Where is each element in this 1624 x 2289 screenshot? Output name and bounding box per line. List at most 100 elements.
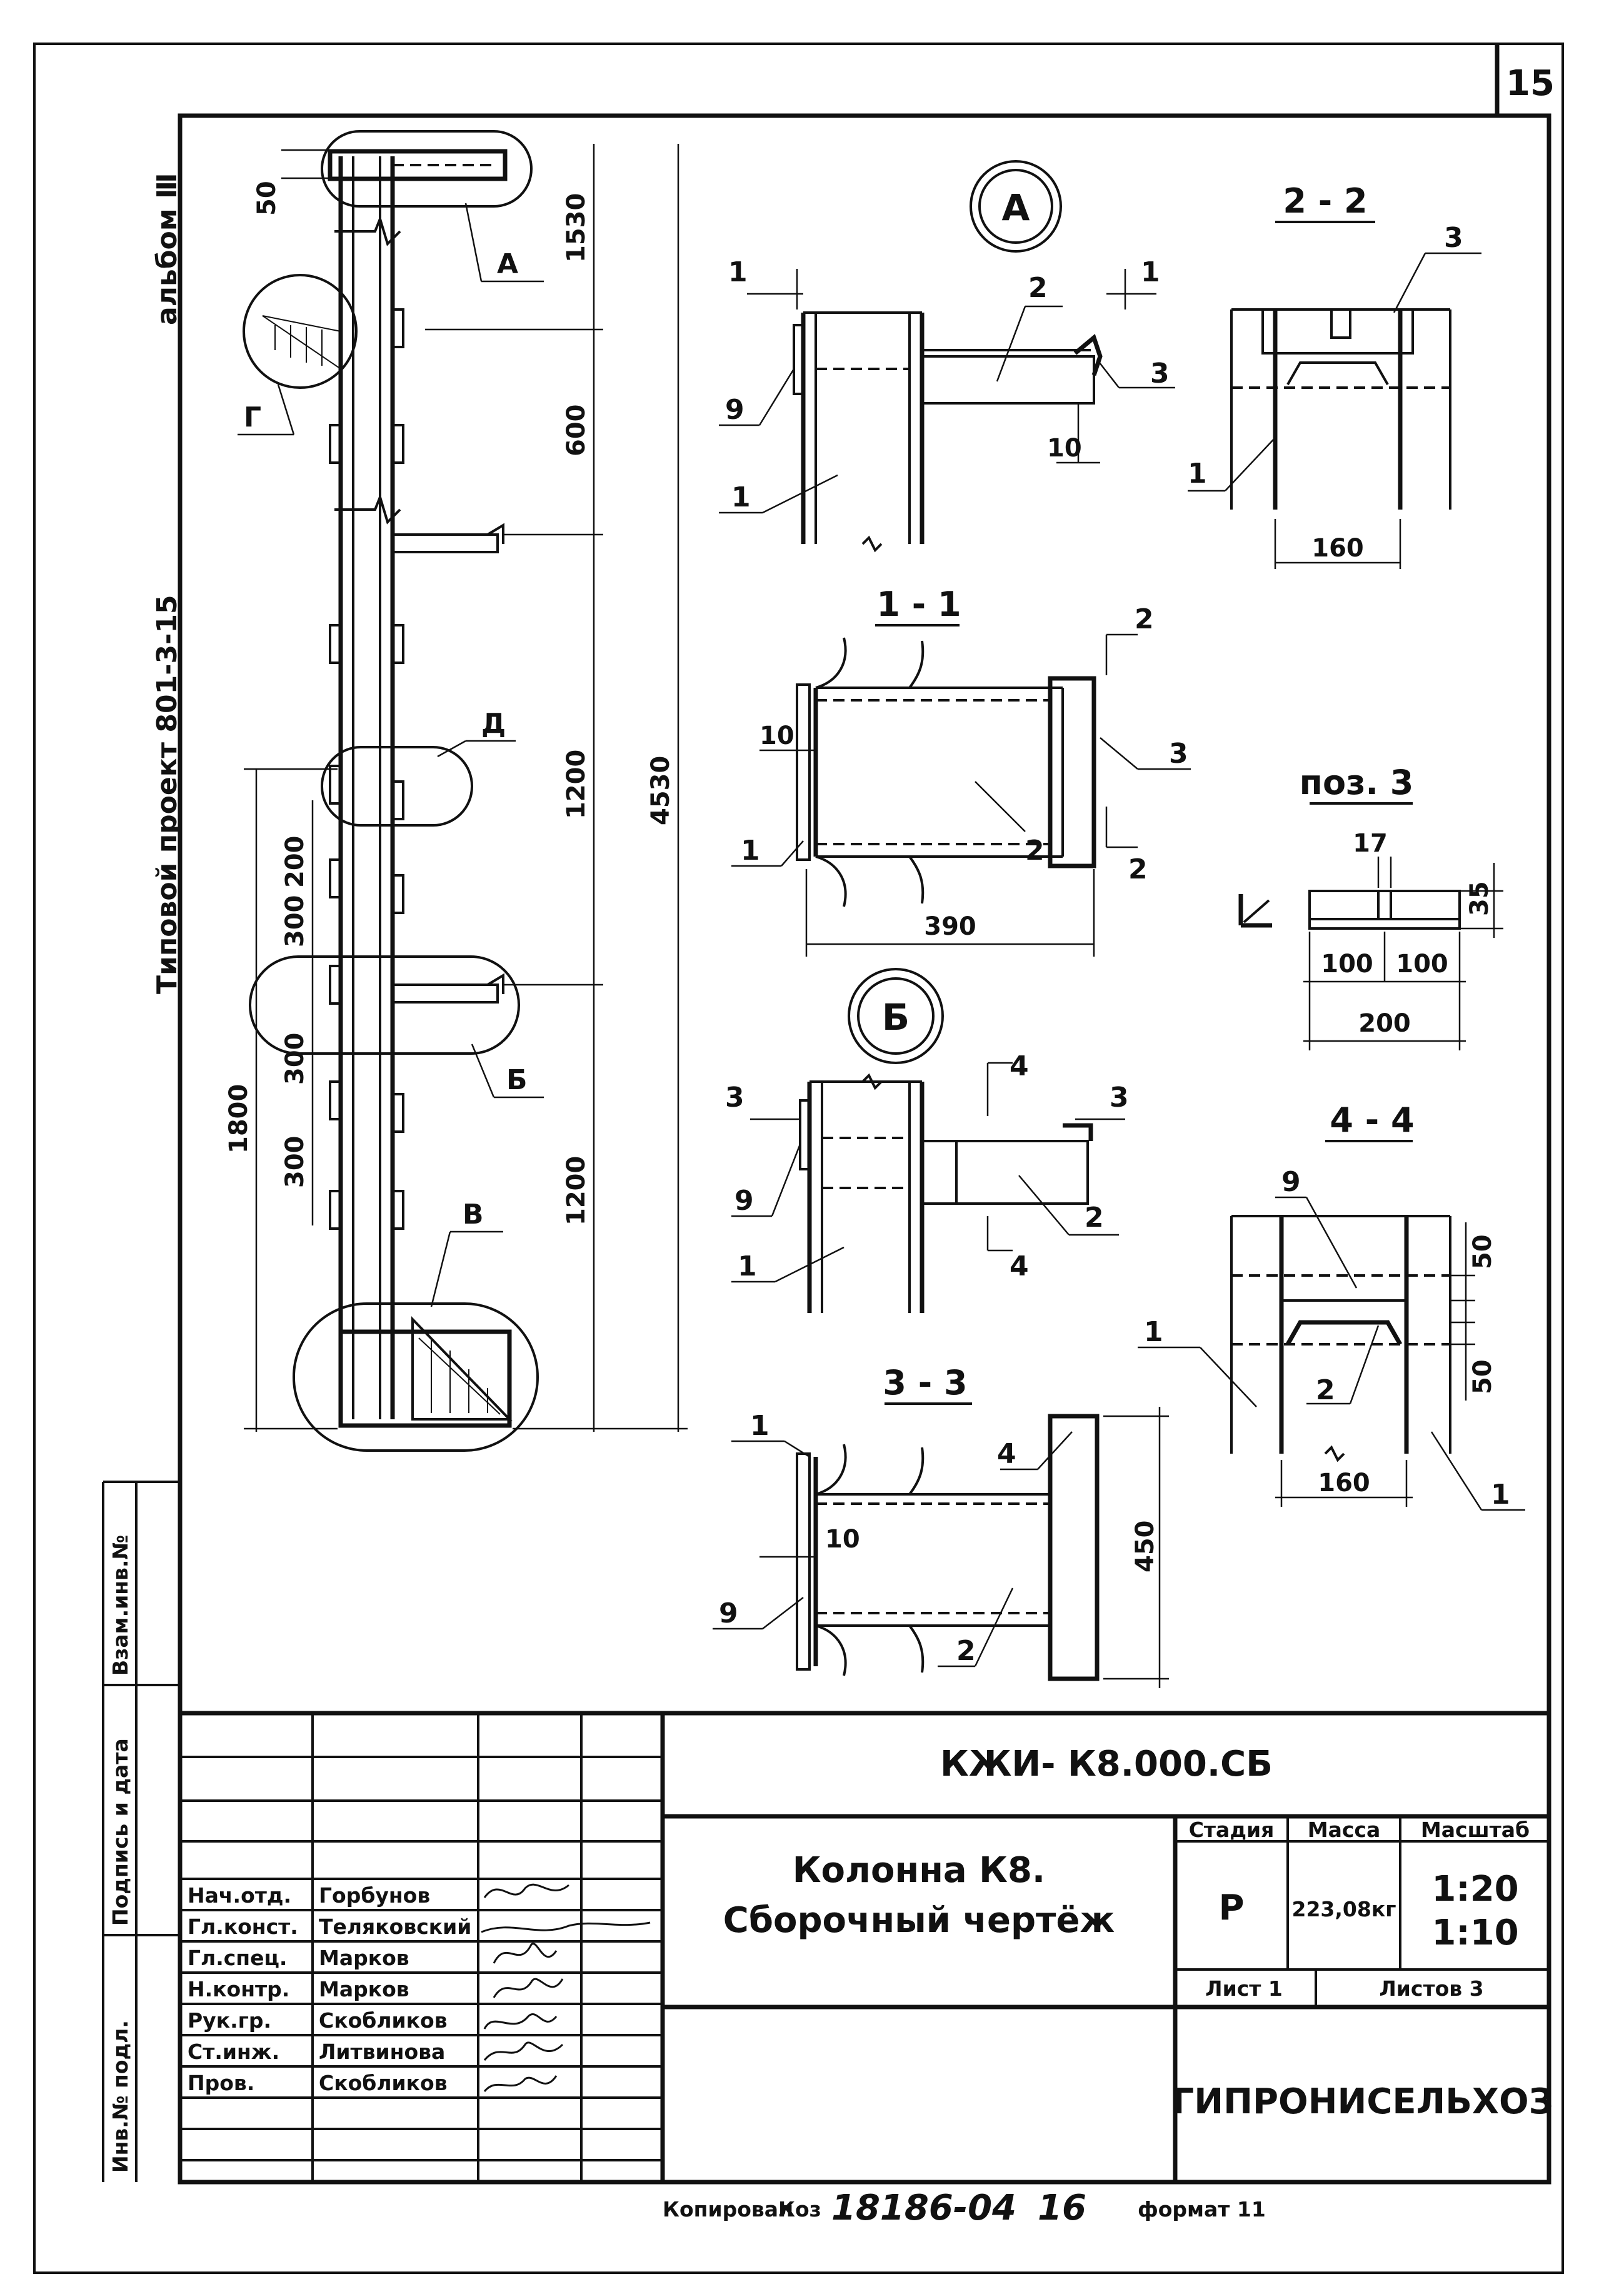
page-number: 15	[1506, 63, 1555, 104]
detail-b-drawing	[731, 968, 1125, 1313]
detail-b-mark-4-top: 4	[1010, 1050, 1029, 1082]
pos3-dim-17: 17	[1353, 829, 1388, 858]
staff-list: Нач.отд. Горбунов Гл.конст. Теляковский …	[188, 1883, 471, 2095]
tb-mass-value: 223,08кг	[1292, 1897, 1396, 1921]
order-sheet: 16	[1038, 2188, 1086, 2228]
dim-1530: 1530	[562, 193, 591, 263]
margin-podpis: Подпись и дата	[108, 1738, 133, 1926]
section-4-4-pos-2: 2	[1316, 1374, 1335, 1406]
staff-name-4: Скобликов	[319, 2008, 448, 2033]
callout-label-a: А	[497, 248, 518, 280]
detail-a-drawing	[719, 160, 1175, 553]
section-4-4-dim-50-top: 50	[1468, 1234, 1497, 1269]
margin-vzam: Взам.инв.№	[108, 1535, 133, 1676]
detail-b-mark-4-bottom: 4	[1010, 1250, 1029, 1282]
tb-scale-2: 1:10	[1431, 1913, 1518, 1953]
detail-a-pos-9: 9	[725, 394, 744, 426]
callout-label-g: Г	[244, 401, 261, 433]
section-4-4-title: 4 - 4	[1330, 1100, 1414, 1140]
section-3-3-dim-450: 450	[1131, 1521, 1160, 1573]
side-album-text: альбом Ⅲ	[151, 173, 183, 325]
staff-role-6: Пров.	[188, 2071, 254, 2095]
section-1-1-mark-bottom: 2	[1128, 853, 1148, 885]
tb-scale-header: Масштаб	[1421, 1818, 1530, 1842]
pos3-title: поз. 3	[1300, 763, 1414, 802]
tb-stage-header: Стадия	[1189, 1818, 1275, 1842]
copied-signature: Коз	[778, 2197, 821, 2221]
section-1-1-dim-10: 10	[759, 722, 794, 750]
dim-300-a: 300	[281, 895, 309, 948]
section-1-1-pos-1: 1	[741, 835, 760, 867]
main-column-view	[238, 130, 688, 1452]
format-label: формат 11	[1138, 2197, 1266, 2221]
tb-stage-value: Р	[1218, 1888, 1244, 1928]
detail-a-pos-2: 2	[1028, 272, 1048, 304]
dim-50: 50	[253, 181, 281, 216]
tb-name-line2: Сборочный чертёж	[723, 1900, 1115, 1941]
dim-1200-lower: 1200	[562, 1156, 591, 1225]
section-1-1-dim-390: 390	[924, 912, 976, 941]
tb-designation: КЖИ- К8.000.СБ	[940, 1744, 1273, 1784]
staff-name-3: Марков	[319, 1977, 409, 2001]
tb-sheets: Листов 3	[1379, 1976, 1483, 2001]
dim-4530: 4530	[646, 756, 675, 825]
pos3-dim-100-right: 100	[1396, 950, 1448, 978]
section-4-4-pos-9: 9	[1281, 1166, 1301, 1198]
staff-role-4: Рук.гр.	[188, 2008, 271, 2033]
callout-label-v: В	[463, 1199, 484, 1230]
detail-b-mark-3-left: 3	[725, 1082, 744, 1114]
section-2-2-dim-160: 160	[1311, 534, 1364, 563]
callout-d-outline	[321, 746, 473, 827]
section-3-3-drawing	[713, 1402, 1169, 1688]
tb-name-line1: Колонна К8.	[793, 1850, 1045, 1891]
staff-name-5: Литвинова	[319, 2040, 445, 2064]
callout-label-d: Д	[481, 708, 506, 740]
dim-1200-upper: 1200	[562, 750, 591, 819]
staff-name-2: Марков	[319, 1946, 409, 1970]
pos3-dim-35: 35	[1465, 881, 1494, 916]
detail-a-dim-10: 10	[1047, 434, 1082, 463]
callout-g-outline	[243, 274, 358, 389]
staff-role-0: Нач.отд.	[188, 1883, 291, 1908]
section-4-4-pos-1-right: 1	[1491, 1479, 1510, 1511]
detail-a-pos-3: 3	[1150, 358, 1170, 390]
dim-300-c: 300	[281, 1136, 309, 1189]
tb-scale-1: 1:20	[1431, 1869, 1518, 1909]
section-1-1-pos-3: 3	[1169, 738, 1188, 770]
detail-a-marker: А	[1002, 186, 1030, 229]
dim-300-b: 300	[281, 1033, 309, 1085]
callout-label-b: Б	[506, 1064, 528, 1096]
section-4-4-pos-1-left: 1	[1144, 1316, 1163, 1348]
staff-name-6: Скобликов	[319, 2071, 448, 2095]
section-1-1-mark-top: 2	[1135, 603, 1154, 635]
detail-a-section-mark-right: 1	[1141, 256, 1160, 288]
staff-name-0: Горбунов	[319, 1883, 430, 1908]
section-4-4-dim-160: 160	[1318, 1469, 1370, 1497]
section-1-1-title: 1 - 1	[876, 585, 961, 624]
section-4-4-dim-50-bottom: 50	[1468, 1359, 1497, 1394]
signatures	[481, 1883, 651, 2092]
section-3-3-title: 3 - 3	[883, 1363, 967, 1402]
callout-b-outline	[249, 955, 520, 1055]
staff-role-2: Гл.спец.	[188, 1946, 287, 1970]
staff-name-1: Теляковский	[319, 1914, 471, 1939]
dim-1800: 1800	[224, 1084, 253, 1154]
section-1-1-drawing	[731, 624, 1191, 957]
section-3-3-pos-9: 9	[719, 1597, 738, 1629]
margin-inv-podl: Инв.№ подл.	[108, 2020, 133, 2173]
section-3-3-pos-1: 1	[750, 1410, 769, 1442]
order-number: 18186-04	[831, 2188, 1016, 2228]
dim-200: 200	[281, 836, 309, 888]
section-2-2-title: 2 - 2	[1283, 181, 1367, 221]
side-project-text: Типовой проект 801-3-15	[151, 595, 183, 994]
outer-sheet-border	[33, 43, 1564, 2274]
callout-v-outline	[293, 1302, 539, 1452]
section-3-3-pos-10: 10	[825, 1525, 860, 1554]
section-3-3-pos-2: 2	[956, 1635, 976, 1667]
title-block-grid	[180, 1711, 1549, 2182]
detail-b-pos-9: 9	[734, 1185, 754, 1217]
section-2-2-drawing	[1188, 221, 1481, 569]
copied-label: Копировал	[663, 2197, 793, 2221]
tb-mass-header: Масса	[1308, 1818, 1381, 1842]
